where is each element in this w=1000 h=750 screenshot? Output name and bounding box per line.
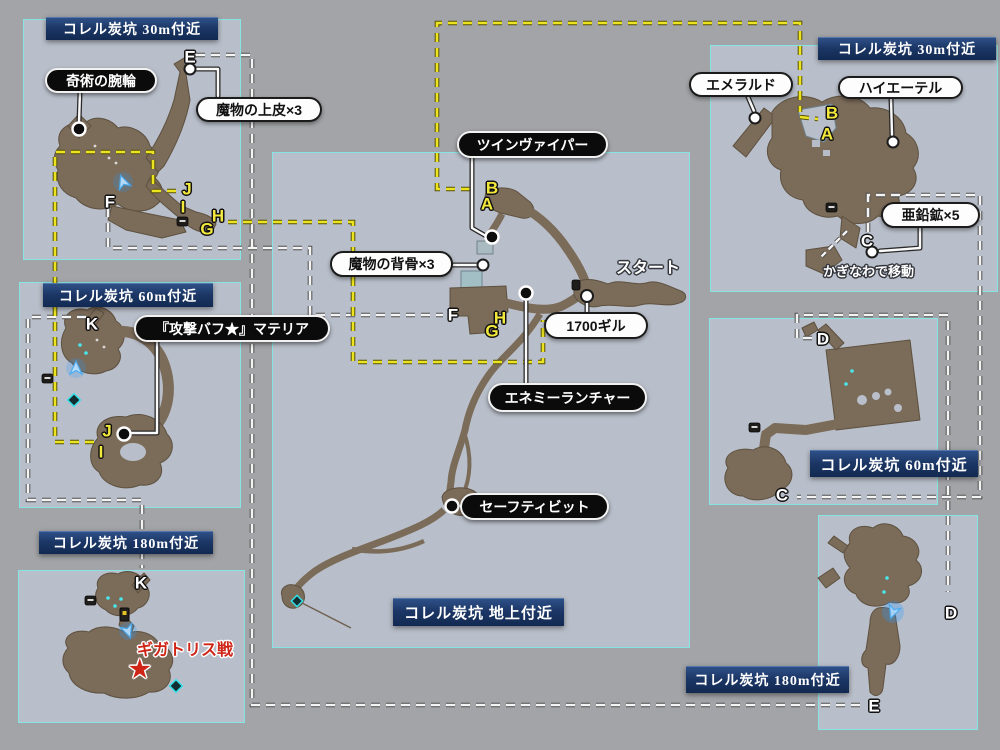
map-letter-k: K — [85, 314, 99, 334]
region-header-label: コレル炭坑 180m付近 — [694, 674, 841, 689]
map-letter-f: F — [104, 192, 116, 212]
map-letter-k: K — [134, 573, 148, 593]
map-letter-j: J — [102, 421, 112, 441]
map-letter-j: J — [182, 179, 192, 199]
map-letter-i: I — [98, 442, 104, 462]
map-letter-d: D — [944, 603, 958, 623]
map-letter-e: E — [184, 47, 196, 67]
map-letter-g: G — [485, 321, 499, 341]
region-header-30m-left: コレル炭坑 30m付近 — [46, 17, 218, 40]
callout-materia: 『攻撃バフ★』マテリア — [134, 315, 330, 342]
region-header-label: コレル炭坑 60m付近 — [58, 289, 198, 305]
region-header-60m-left: コレル炭坑 60m付近 — [43, 283, 213, 307]
callout-accessory: 奇術の腕輪 — [45, 68, 157, 93]
map-letter-g: G — [200, 219, 214, 239]
callout-gil: 1700ギル — [544, 312, 648, 339]
region-header-180m-left: コレル炭坑 180m付近 — [39, 531, 213, 554]
callout-weapon: ツインヴァイパー — [457, 131, 608, 158]
callout-item: エメラルド — [689, 72, 793, 97]
region-header-label: コレル炭坑 60m付近 — [820, 457, 968, 474]
panel-mine-180m-right — [818, 515, 978, 730]
map-letter-a: A — [820, 124, 834, 144]
boss-star-icon: ★ — [129, 656, 151, 683]
callout-item: ハイエーテル — [838, 76, 963, 99]
region-header-label: コレル炭坑 180m付近 — [52, 537, 200, 552]
callout-item: 魔物の背骨×3 — [330, 251, 453, 277]
region-header-60m-right: コレル炭坑 60m付近 — [810, 450, 978, 477]
start-label: スタート — [616, 260, 681, 277]
map-letter-h: H — [211, 206, 225, 226]
map-letter-d: D — [816, 329, 830, 349]
map-letter-c: C — [775, 485, 789, 505]
boss-battle-label: ギガトリス戦 — [137, 642, 234, 659]
map-letter-a: A — [480, 194, 494, 214]
callout-accessory: セーフティビット — [460, 493, 609, 520]
grapple-move-label: かぎなわで移動 — [823, 264, 915, 279]
map-letter-f: F — [447, 305, 459, 325]
callout-item: 魔物の上皮×3 — [196, 97, 322, 122]
region-header-label: コレル炭坑 地上付近 — [404, 606, 553, 622]
callout-item: 亜鉛鉱×5 — [881, 202, 980, 228]
map-letter-e: E — [868, 696, 880, 716]
region-header-ground: コレル炭坑 地上付近 — [393, 598, 564, 626]
region-header-label: コレル炭坑 30m付近 — [837, 43, 977, 58]
map-letter-c: C — [860, 231, 874, 251]
callout-weapon: エネミーランチャー — [488, 383, 647, 412]
map-letter-b: B — [825, 103, 839, 123]
region-header-180m-right: コレル炭坑 180m付近 — [686, 666, 849, 693]
region-header-label: コレル炭坑 30m付近 — [62, 23, 202, 38]
map-letter-i: I — [180, 197, 186, 217]
region-header-30m-right: コレル炭坑 30m付近 — [818, 37, 996, 60]
